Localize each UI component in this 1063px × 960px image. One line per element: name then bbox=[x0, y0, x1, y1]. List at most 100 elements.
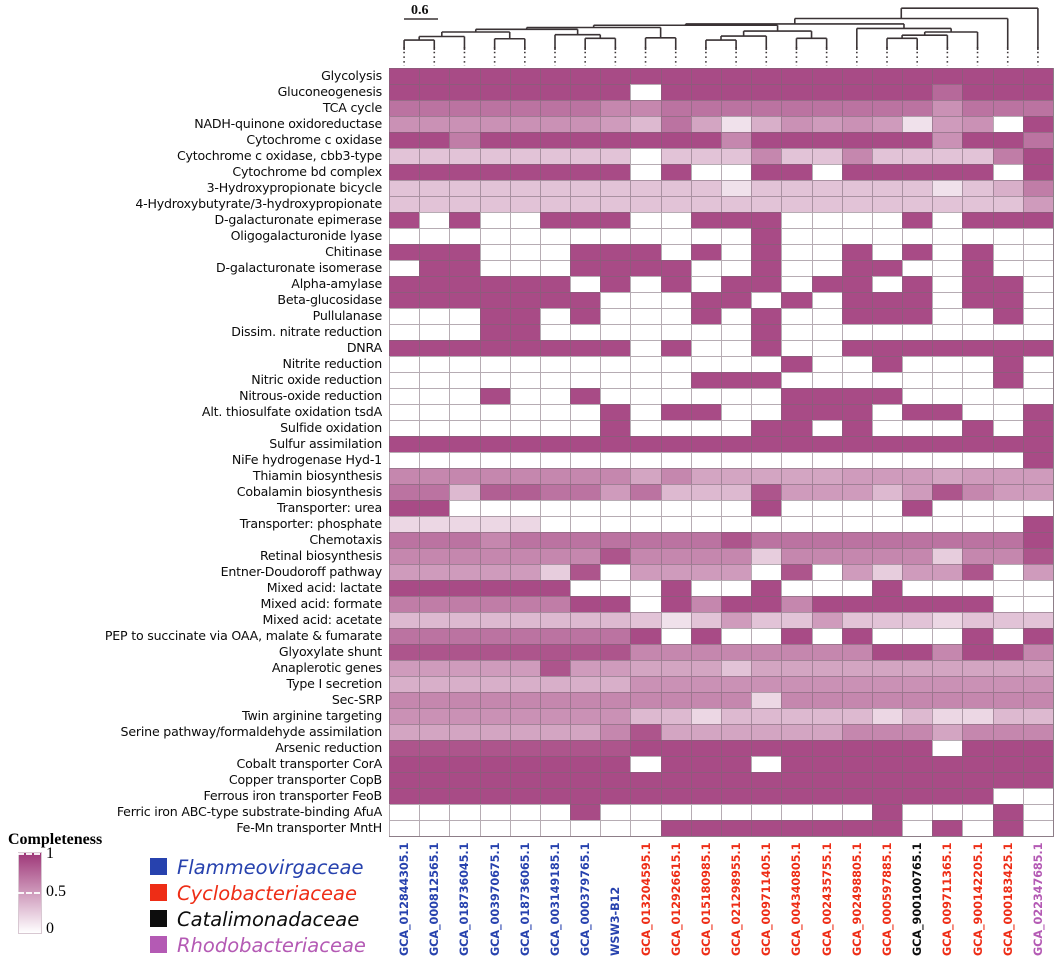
heatmap-cell bbox=[539, 612, 571, 628]
heatmap-cell bbox=[992, 356, 1023, 372]
row-label: Mixed acid: formate bbox=[260, 596, 382, 611]
heatmap-cell bbox=[419, 692, 450, 708]
heatmap-cell bbox=[720, 132, 752, 148]
heatmap-cell bbox=[449, 260, 480, 276]
heatmap-cell bbox=[962, 276, 993, 292]
heatmap-cell bbox=[600, 324, 631, 340]
heatmap-cell bbox=[419, 804, 450, 820]
heatmap-cell bbox=[932, 68, 963, 84]
heatmap-cell bbox=[871, 452, 903, 468]
heatmap-cell bbox=[811, 820, 842, 836]
row-label: Retinal biosynthesis bbox=[259, 548, 382, 563]
heatmap-cell bbox=[660, 84, 691, 100]
heatmap-cell bbox=[630, 532, 661, 548]
heatmap-cell bbox=[720, 500, 752, 516]
heatmap-cell bbox=[479, 292, 510, 308]
heatmap-cell bbox=[932, 756, 963, 772]
heatmap-cell bbox=[690, 772, 721, 788]
heatmap-cell bbox=[871, 756, 903, 772]
heatmap-cell bbox=[630, 676, 661, 692]
heatmap-cell bbox=[902, 132, 933, 148]
heatmap-cell bbox=[539, 804, 571, 820]
heatmap-cell bbox=[811, 164, 842, 180]
heatmap-cell bbox=[509, 628, 540, 644]
heatmap-cell bbox=[660, 724, 691, 740]
heatmap-cell bbox=[419, 548, 450, 564]
column-label: GCA_902498805.1 bbox=[850, 842, 864, 956]
heatmap-cell bbox=[660, 420, 691, 436]
heatmap-cell bbox=[902, 740, 933, 756]
heatmap-cell bbox=[720, 468, 752, 484]
heatmap-cell bbox=[449, 756, 480, 772]
heatmap-cell bbox=[389, 516, 420, 532]
heatmap-cell bbox=[570, 292, 601, 308]
heatmap-cell bbox=[811, 644, 842, 660]
heatmap-cell bbox=[751, 212, 782, 228]
heatmap-cell bbox=[751, 788, 782, 804]
heatmap-cell bbox=[932, 532, 963, 548]
heatmap-cell bbox=[1022, 68, 1053, 84]
heatmap-cell bbox=[781, 228, 812, 244]
heatmap-cell bbox=[932, 308, 963, 324]
heatmap-cell bbox=[932, 292, 963, 308]
heatmap-cell bbox=[690, 308, 721, 324]
heatmap-cell bbox=[871, 212, 903, 228]
heatmap-cell bbox=[509, 772, 540, 788]
heatmap-cell bbox=[902, 596, 933, 612]
heatmap-cell bbox=[781, 708, 812, 724]
heatmap-cell bbox=[479, 308, 510, 324]
heatmap-cell bbox=[751, 580, 782, 596]
heatmap-cell bbox=[509, 596, 540, 612]
heatmap-cell bbox=[720, 260, 752, 276]
heatmap-cell bbox=[841, 612, 872, 628]
heatmap-cell bbox=[962, 116, 993, 132]
heatmap-cell bbox=[1022, 660, 1053, 676]
heatmap-cell bbox=[992, 740, 1023, 756]
heatmap-cell bbox=[1022, 676, 1053, 692]
heatmap-cell bbox=[781, 276, 812, 292]
completeness-legend-title: Completeness bbox=[8, 831, 103, 848]
heatmap-cell bbox=[660, 180, 691, 196]
heatmap-cell bbox=[449, 228, 480, 244]
heatmap-cell bbox=[479, 772, 510, 788]
heatmap-cell bbox=[751, 372, 782, 388]
gradient-tick-1 bbox=[18, 853, 40, 855]
row-label: Entner-Doudoroff pathway bbox=[220, 564, 383, 579]
heatmap-cell bbox=[570, 820, 601, 836]
heatmap-cell bbox=[419, 308, 450, 324]
column-label: GCA_018736045.1 bbox=[458, 842, 472, 956]
heatmap-cell bbox=[389, 628, 420, 644]
heatmap-cell bbox=[479, 692, 510, 708]
heatmap-cell bbox=[902, 452, 933, 468]
column-label: GCA_013204595.1 bbox=[639, 842, 653, 956]
heatmap-cell bbox=[932, 244, 963, 260]
heatmap-cell bbox=[449, 84, 480, 100]
heatmap-cell bbox=[479, 596, 510, 612]
heatmap-cell bbox=[751, 532, 782, 548]
heatmap-cell bbox=[660, 148, 691, 164]
heatmap-cell bbox=[811, 212, 842, 228]
heatmap-cell bbox=[479, 708, 510, 724]
heatmap-cell bbox=[449, 708, 480, 724]
heatmap-cell bbox=[811, 420, 842, 436]
heatmap-cell bbox=[781, 292, 812, 308]
heatmap-cell bbox=[992, 724, 1023, 740]
heatmap-cell bbox=[871, 692, 903, 708]
heatmap-cell bbox=[992, 228, 1023, 244]
heatmap-cell bbox=[841, 148, 872, 164]
heatmap-cell bbox=[811, 788, 842, 804]
heatmap-cell bbox=[690, 660, 721, 676]
heatmap-cell bbox=[389, 740, 420, 756]
heatmap-cell bbox=[479, 612, 510, 628]
heatmap-cell bbox=[841, 420, 872, 436]
heatmap-cell bbox=[902, 116, 933, 132]
heatmap-cell bbox=[811, 180, 842, 196]
heatmap-cell bbox=[690, 708, 721, 724]
heatmap-cell bbox=[690, 276, 721, 292]
heatmap-cell bbox=[509, 756, 540, 772]
heatmap-cell bbox=[871, 708, 903, 724]
heatmap-cell bbox=[539, 772, 571, 788]
heatmap-cell bbox=[630, 388, 661, 404]
heatmap-cell bbox=[419, 164, 450, 180]
heatmap-cell bbox=[902, 804, 933, 820]
